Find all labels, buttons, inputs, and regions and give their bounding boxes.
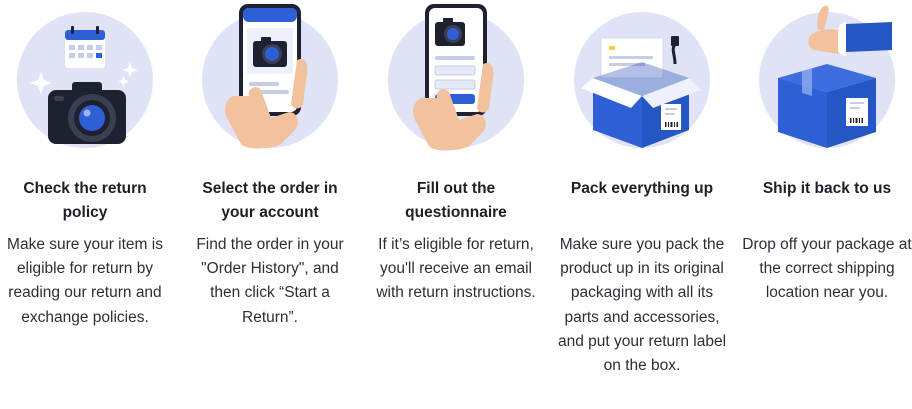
step-description: Drop off your package at the correct shi… <box>742 236 912 302</box>
box-thumbs-up-icon <box>742 0 912 160</box>
camera-calendar-icon <box>0 0 170 160</box>
step-description: Make sure your item is eligible for retu… <box>7 236 163 326</box>
step-description: Make sure you pack the product up in its… <box>557 236 727 375</box>
step-title: Ship it back to us <box>762 180 892 197</box>
step-title: Check the return policy <box>23 180 147 221</box>
phone-camera-icon <box>185 0 355 160</box>
step-title: Select the order in your account <box>202 180 338 221</box>
phone-form-icon <box>371 0 541 160</box>
step-description: Find the order in your "Order History", … <box>196 236 344 326</box>
open-box-icon <box>557 0 727 160</box>
step-description: If it’s eligible for return, you'll rece… <box>376 236 536 302</box>
step-title: Pack everything up <box>570 180 714 197</box>
step-title: Fill out the questionnaire <box>405 180 507 221</box>
